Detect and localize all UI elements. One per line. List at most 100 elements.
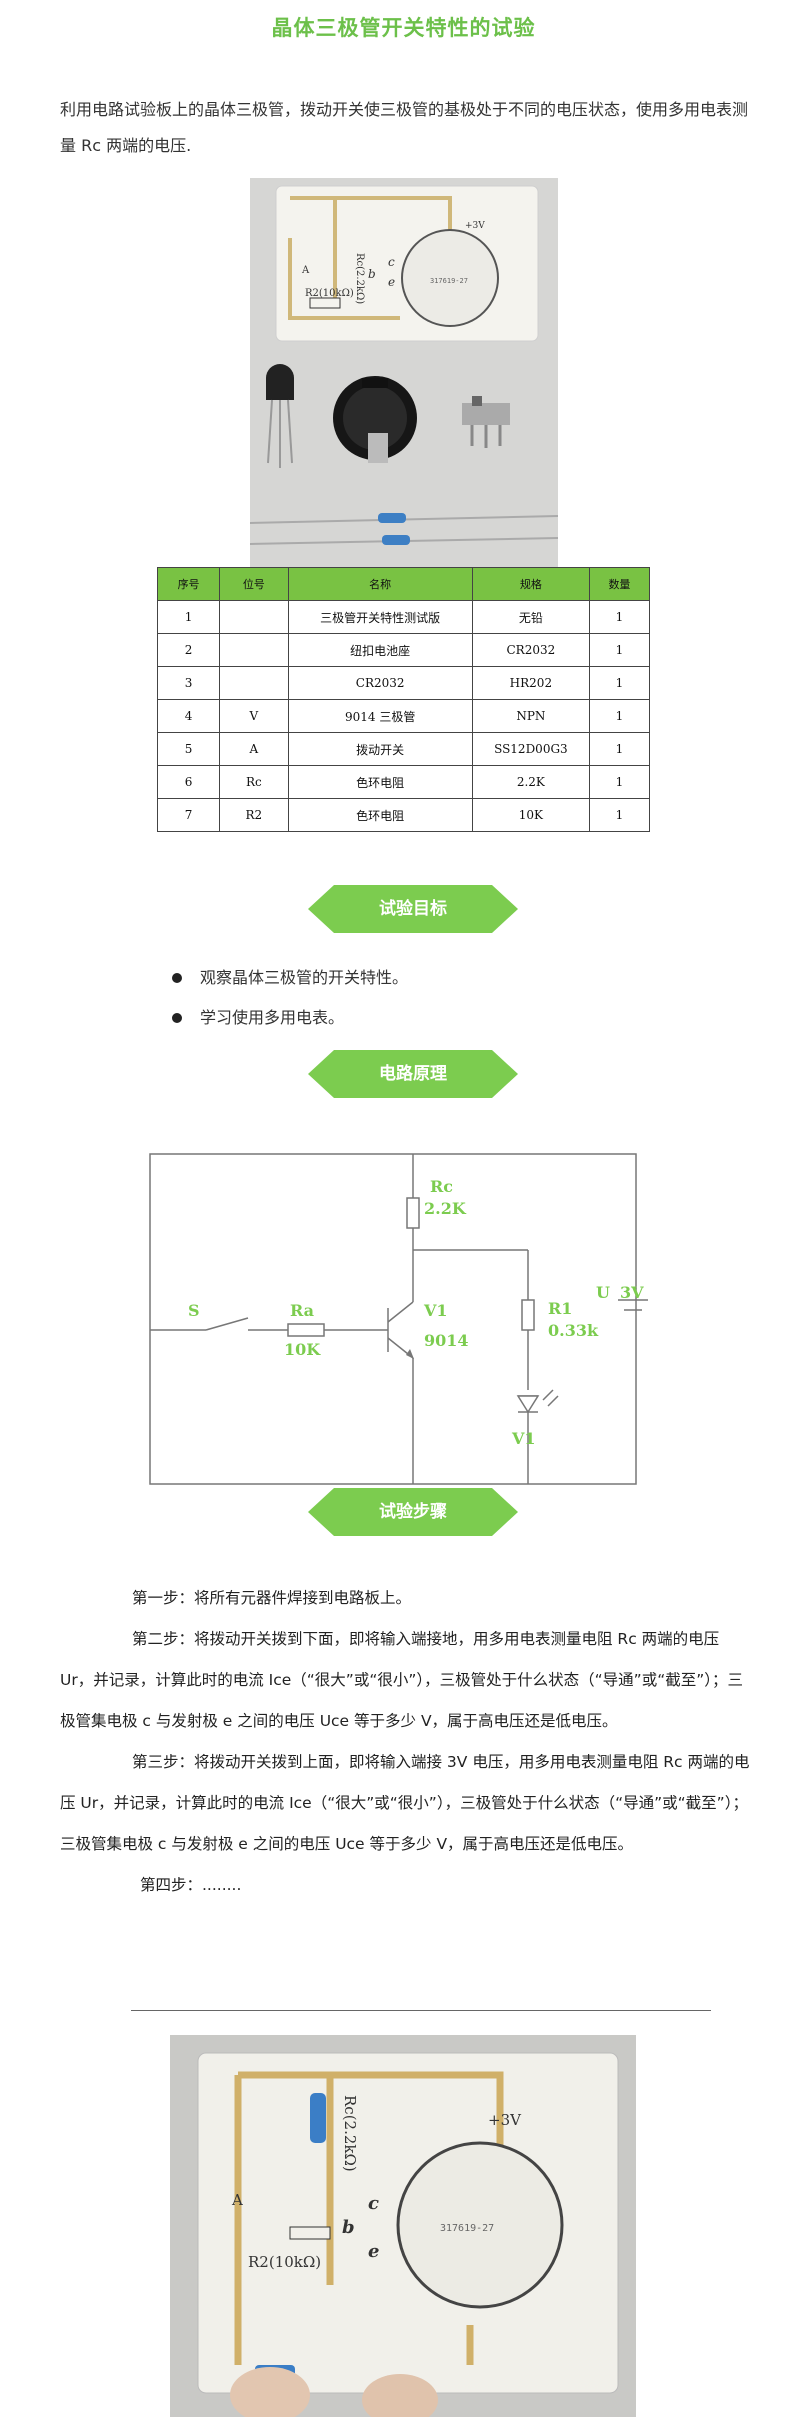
table-cell bbox=[219, 600, 289, 634]
list-item: 学习使用多用电表。 bbox=[170, 998, 408, 1038]
table-cell: 1 bbox=[588, 600, 651, 634]
table-cell: SS12D00G3 bbox=[471, 732, 590, 766]
divider bbox=[131, 2010, 711, 2011]
label-transistor-name: V1 bbox=[423, 1301, 448, 1320]
table-cell: 无铅 bbox=[471, 600, 590, 634]
board-label-c: c bbox=[388, 255, 395, 269]
table-cell: CR2032 bbox=[287, 666, 473, 700]
table-cell bbox=[219, 666, 289, 700]
table-header-row: 序号 位号 名称 规格 数量 bbox=[156, 567, 651, 601]
label-switch: S bbox=[188, 1301, 200, 1320]
table-cell: R2 bbox=[219, 798, 289, 832]
table-cell: 1 bbox=[588, 798, 651, 832]
col-header-ref: 位号 bbox=[219, 567, 289, 601]
table-cell: 7 bbox=[156, 798, 221, 832]
section-title-steps: 试验步骤 bbox=[379, 1502, 447, 1522]
table-cell: 2 bbox=[156, 633, 221, 667]
board-label-e: e bbox=[388, 275, 395, 289]
intro-paragraph: 利用电路试验板上的晶体三极管，拨动开关使三极管的基极处于不同的电压状态，使用多用… bbox=[60, 100, 749, 155]
label-rc-name: Rc bbox=[430, 1177, 453, 1196]
components-photo: Rc(2.2kΩ) R2(10kΩ) +3V A b c e 317619-27 bbox=[250, 178, 558, 568]
step-2-text: 第二步：将拨动开关拨到下面，即将输入端接地，用多用电表测量电阻 Rc 两端的电压… bbox=[60, 1630, 744, 1730]
col-header-qty: 数量 bbox=[588, 567, 651, 601]
board-label-v: +3V bbox=[465, 221, 485, 231]
goal-list: 观察晶体三极管的开关特性。 学习使用多用电表。 bbox=[170, 958, 408, 1038]
label-u-value: 3V bbox=[620, 1283, 644, 1302]
section-title-goal: 试验目标 bbox=[379, 899, 447, 919]
photo-label-b: b bbox=[342, 2217, 355, 2238]
board-label-rc: Rc(2.2kΩ) bbox=[354, 253, 365, 304]
table-cell: V bbox=[219, 699, 289, 733]
label-rc-value: 2.2K bbox=[424, 1199, 467, 1218]
label-ra-value: 10K bbox=[284, 1340, 321, 1359]
board-label-a: A bbox=[301, 265, 310, 276]
table-cell: 6 bbox=[156, 765, 221, 799]
step-3-text: 第三步：将拨动开关拨到上面，即将输入端接 3V 电压，用多用电表测量电阻 Rc … bbox=[60, 1753, 750, 1853]
board-label-r2: R2(10kΩ) bbox=[305, 288, 354, 299]
bom-table: 序号 位号 名称 规格 数量 1 三极管开关特性测试版 无铅 1 2 纽扣电池座… bbox=[156, 567, 651, 832]
circuit-diagram: Rc 2.2K R1 0.33k U 3V S Ra 10K V1 9014 V… bbox=[148, 1150, 648, 1490]
photo-label-r2: R2(10kΩ) bbox=[248, 2253, 321, 2271]
table-row: 2 纽扣电池座 CR2032 1 bbox=[156, 633, 651, 667]
label-transistor-value: 9014 bbox=[424, 1331, 469, 1350]
col-header-name: 名称 bbox=[287, 567, 473, 601]
board-label-b: b bbox=[368, 267, 376, 281]
photo-label-c: c bbox=[368, 2193, 379, 2214]
table-cell: 1 bbox=[588, 732, 651, 766]
table-cell: Rc bbox=[219, 765, 289, 799]
goal-text: 学习使用多用电表。 bbox=[200, 1008, 345, 1027]
label-r1-name: R1 bbox=[548, 1299, 572, 1318]
table-cell: 5 bbox=[156, 732, 221, 766]
table-cell: 1 bbox=[588, 765, 651, 799]
table-cell: 色环电阻 bbox=[287, 765, 473, 799]
section-banner-goal: 试验目标 bbox=[308, 885, 518, 933]
table-row: 3 CR2032 HR202 1 bbox=[156, 666, 651, 700]
steps-list: 第一步：将所有元器件焊接到电路板上。 第二步：将拨动开关拨到下面，即将输入端接地… bbox=[60, 1578, 750, 1906]
table-cell: 1 bbox=[588, 633, 651, 667]
table-cell: 3 bbox=[156, 666, 221, 700]
table-cell: A bbox=[219, 732, 289, 766]
photo-label-batt: 317619-27 bbox=[440, 2223, 494, 2234]
table-cell: 三极管开关特性测试版 bbox=[287, 600, 473, 634]
table-cell: 色环电阻 bbox=[287, 798, 473, 832]
table-cell: NPN bbox=[471, 699, 590, 733]
photo-label-rc: Rc(2.2kΩ) bbox=[341, 2095, 359, 2172]
table-row: 6 Rc 色环电阻 2.2K 1 bbox=[156, 765, 651, 799]
photo-label-a: A bbox=[231, 2191, 243, 2209]
table-cell: 9014 三极管 bbox=[287, 699, 473, 733]
section-banner-principle: 电路原理 bbox=[308, 1050, 518, 1098]
table-cell: 纽扣电池座 bbox=[287, 633, 473, 667]
table-cell: 1 bbox=[588, 666, 651, 700]
table-cell: 拨动开关 bbox=[287, 732, 473, 766]
label-led-name: V1 bbox=[511, 1429, 536, 1448]
label-r1-value: 0.33k bbox=[548, 1321, 599, 1340]
table-cell: 10K bbox=[471, 798, 590, 832]
photo-label-v: +3V bbox=[488, 2111, 522, 2129]
table-row: 5 A 拨动开关 SS12D00G3 1 bbox=[156, 732, 651, 766]
table-cell: CR2032 bbox=[471, 633, 590, 667]
col-header-spec: 规格 bbox=[471, 567, 590, 601]
col-header-index: 序号 bbox=[156, 567, 221, 601]
table-cell: 2.2K bbox=[471, 765, 590, 799]
step-4-text: 第四步：........ bbox=[140, 1876, 242, 1894]
page-title: 晶体三极管开关特性的试验 bbox=[271, 16, 536, 40]
table-cell: HR202 bbox=[471, 666, 590, 700]
label-u-name: U bbox=[596, 1283, 610, 1302]
section-title-principle: 电路原理 bbox=[379, 1064, 447, 1084]
bullet-icon bbox=[172, 1013, 182, 1023]
board-label-batt: 317619-27 bbox=[430, 277, 468, 285]
label-ra-name: Ra bbox=[290, 1301, 314, 1320]
section-banner-steps: 试验步骤 bbox=[308, 1488, 518, 1536]
table-row: 7 R2 色环电阻 10K 1 bbox=[156, 798, 651, 832]
table-cell bbox=[219, 633, 289, 667]
step-1-text: 第一步：将所有元器件焊接到电路板上。 bbox=[132, 1589, 412, 1607]
board-photo: Rc(2.2kΩ) R2(10kΩ) +3V A b c e 317619-27 bbox=[170, 2035, 636, 2417]
table-cell: 4 bbox=[156, 699, 221, 733]
photo-label-e: e bbox=[368, 2241, 379, 2262]
table-row: 1 三极管开关特性测试版 无铅 1 bbox=[156, 600, 651, 634]
table-row: 4 V 9014 三极管 NPN 1 bbox=[156, 699, 651, 733]
bullet-icon bbox=[172, 973, 182, 983]
table-cell: 1 bbox=[588, 699, 651, 733]
table-cell: 1 bbox=[156, 600, 221, 634]
goal-text: 观察晶体三极管的开关特性。 bbox=[200, 968, 409, 987]
